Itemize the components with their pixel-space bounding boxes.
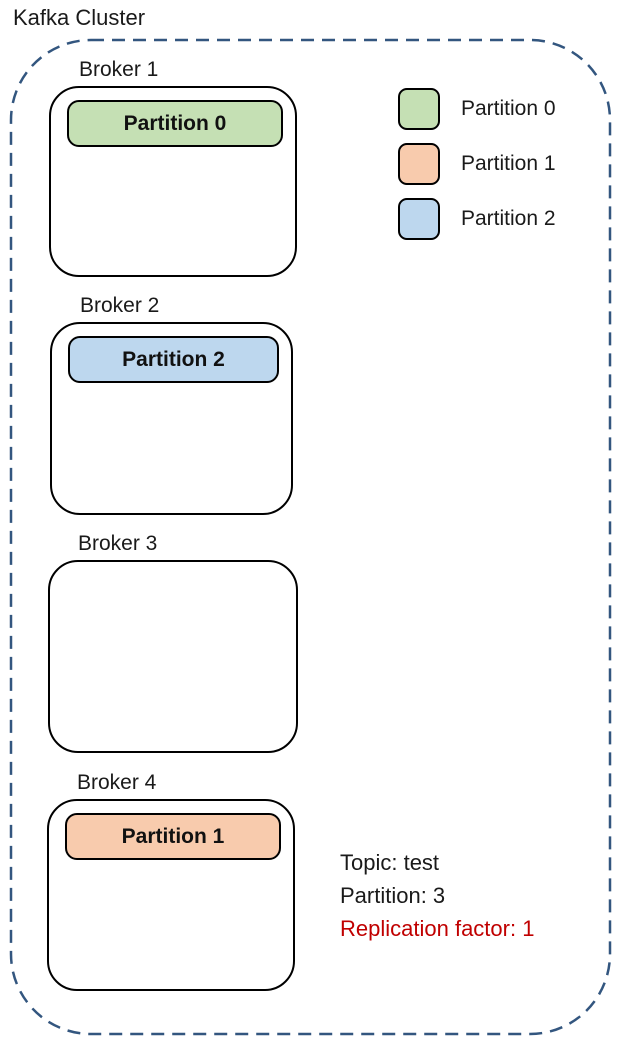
broker-1-label: Broker 1 xyxy=(79,58,159,81)
broker-3-label: Broker 3 xyxy=(78,532,158,555)
replication-factor-line: Replication factor: 1 xyxy=(340,916,535,941)
partition-0-bar: Partition 0 xyxy=(67,100,283,147)
partition-2-swatch xyxy=(398,198,440,240)
broker-2-label: Broker 2 xyxy=(80,294,160,317)
broker-4-group: Broker 4 Partition 1 xyxy=(47,771,295,991)
legend-label-partition-1: Partition 1 xyxy=(461,152,556,175)
legend-item-partition-2: Partition 2 xyxy=(398,198,556,240)
partition-legend: Partition 0 Partition 1 Partition 2 xyxy=(398,88,556,240)
topic-info-block: Topic: test Partition: 3 Replication fac… xyxy=(340,846,534,945)
partition-count-line: Partition: 3 xyxy=(340,883,446,908)
broker-2-group: Broker 2 Partition 2 xyxy=(50,294,293,515)
partition-1-bar: Partition 1 xyxy=(65,813,281,860)
partition-0-swatch xyxy=(398,88,440,130)
broker-1-box: Partition 0 xyxy=(49,86,297,277)
broker-3-group: Broker 3 xyxy=(48,532,298,753)
topic-name-line: Topic: test xyxy=(340,850,440,875)
broker-3-box xyxy=(48,560,298,753)
broker-4-box: Partition 1 xyxy=(47,799,295,991)
partition-2-bar: Partition 2 xyxy=(68,336,279,383)
legend-item-partition-0: Partition 0 xyxy=(398,88,556,130)
broker-2-box: Partition 2 xyxy=(50,322,293,515)
cluster-title: Kafka Cluster xyxy=(13,5,146,30)
legend-label-partition-2: Partition 2 xyxy=(461,207,556,230)
legend-item-partition-1: Partition 1 xyxy=(398,143,556,185)
broker-4-label: Broker 4 xyxy=(77,771,157,794)
broker-1-group: Broker 1 Partition 0 xyxy=(49,58,297,277)
partition-1-swatch xyxy=(398,143,440,185)
legend-label-partition-0: Partition 0 xyxy=(461,97,556,120)
